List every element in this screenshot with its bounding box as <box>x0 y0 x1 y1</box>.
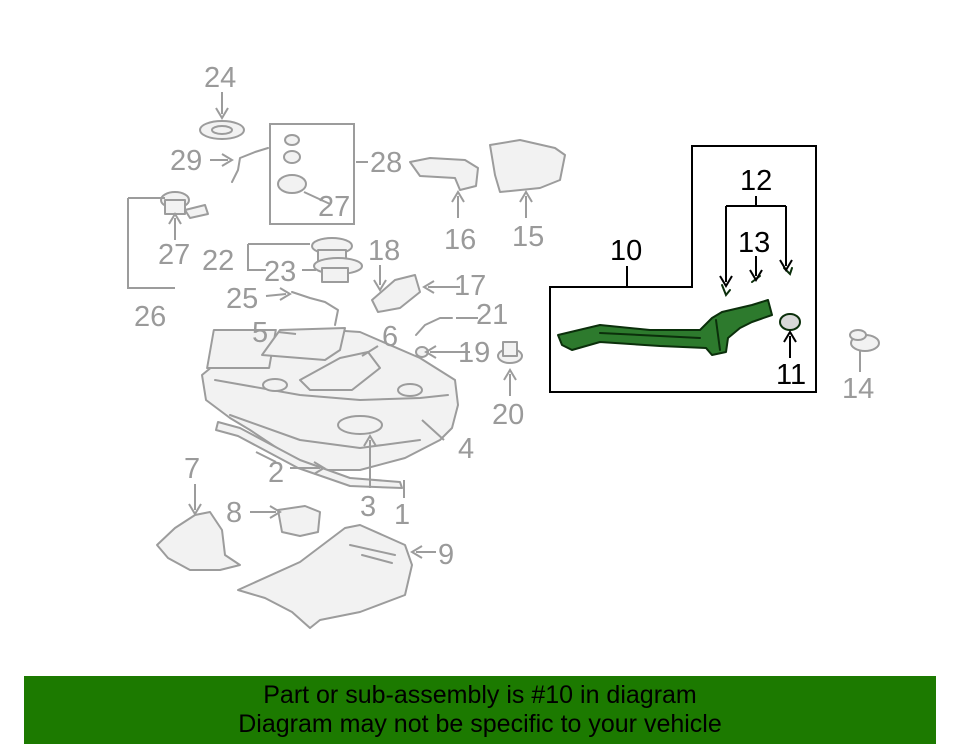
lower-cover-left[interactable] <box>156 511 241 571</box>
callout-10: 10 <box>610 235 642 267</box>
leader-lines <box>127 92 861 559</box>
callout-27-top: 27 <box>318 191 350 223</box>
tank-pad[interactable] <box>299 351 381 391</box>
callout-21: 21 <box>476 299 508 331</box>
filler-protector-15[interactable] <box>489 139 566 193</box>
hose-clamp-18[interactable] <box>371 274 421 313</box>
notice-line-2: Diagram may not be specific to your vehi… <box>238 710 722 738</box>
tank-strap[interactable] <box>215 421 403 489</box>
callout-24: 24 <box>204 62 236 94</box>
callout-1: 1 <box>394 499 410 531</box>
callout-3: 3 <box>360 491 376 523</box>
callout-18: 18 <box>368 235 400 267</box>
callout-16: 16 <box>444 224 476 256</box>
callout-26: 26 <box>134 301 166 333</box>
filler-hose-clamp-14[interactable] <box>849 329 880 352</box>
callout-6: 6 <box>382 321 398 353</box>
callout-13: 13 <box>738 227 770 259</box>
breather-hose-21[interactable] <box>415 317 453 336</box>
filler-cap-11[interactable] <box>779 313 801 331</box>
notice-line-1: Part or sub-assembly is #10 in diagram <box>263 681 697 709</box>
pump-bracket[interactable] <box>160 191 209 219</box>
fuel-filler-pipe[interactable] <box>557 299 773 356</box>
kit-box-28 <box>269 123 355 225</box>
callout-25: 25 <box>226 283 258 315</box>
tank-undercover[interactable] <box>237 524 413 629</box>
callout-2: 2 <box>268 457 284 489</box>
callout-15: 15 <box>512 221 544 253</box>
fuel-tank[interactable] <box>201 329 459 471</box>
callout-23: 23 <box>264 256 296 288</box>
filler-protector-16[interactable] <box>409 157 479 191</box>
callout-11: 11 <box>776 359 806 391</box>
callout-14: 14 <box>842 373 874 405</box>
callout-5: 5 <box>252 317 268 349</box>
callout-9: 9 <box>438 539 454 571</box>
parts-diagram: 24 29 28 27 27 26 22 23 25 16 15 18 17 2… <box>127 62 880 629</box>
notice-banner: Part or sub-assembly is #10 in diagram D… <box>24 676 936 744</box>
callout-12: 12 <box>740 165 772 197</box>
callout-4: 4 <box>458 433 474 465</box>
callout-27-left: 27 <box>158 239 190 271</box>
tank-protector[interactable] <box>261 327 346 361</box>
inset-box <box>549 145 817 393</box>
callout-8: 8 <box>226 497 242 529</box>
tank-pad-small[interactable] <box>277 505 321 537</box>
check-valve-19[interactable] <box>415 346 429 358</box>
callout-7: 7 <box>184 453 200 485</box>
callout-28: 28 <box>370 147 402 179</box>
hose-clip-left[interactable] <box>721 284 731 297</box>
vent-valve-20[interactable] <box>497 341 523 364</box>
callout-29: 29 <box>170 145 202 177</box>
pump-wire[interactable] <box>231 147 269 183</box>
fuel-pump-assembly[interactable] <box>311 237 363 283</box>
callout-22: 22 <box>202 245 234 277</box>
callout-19: 19 <box>458 337 490 369</box>
callout-17: 17 <box>454 270 486 302</box>
fuel-hose-25[interactable] <box>291 291 339 326</box>
callout-20: 20 <box>492 399 524 431</box>
pump-filter[interactable] <box>277 174 307 194</box>
